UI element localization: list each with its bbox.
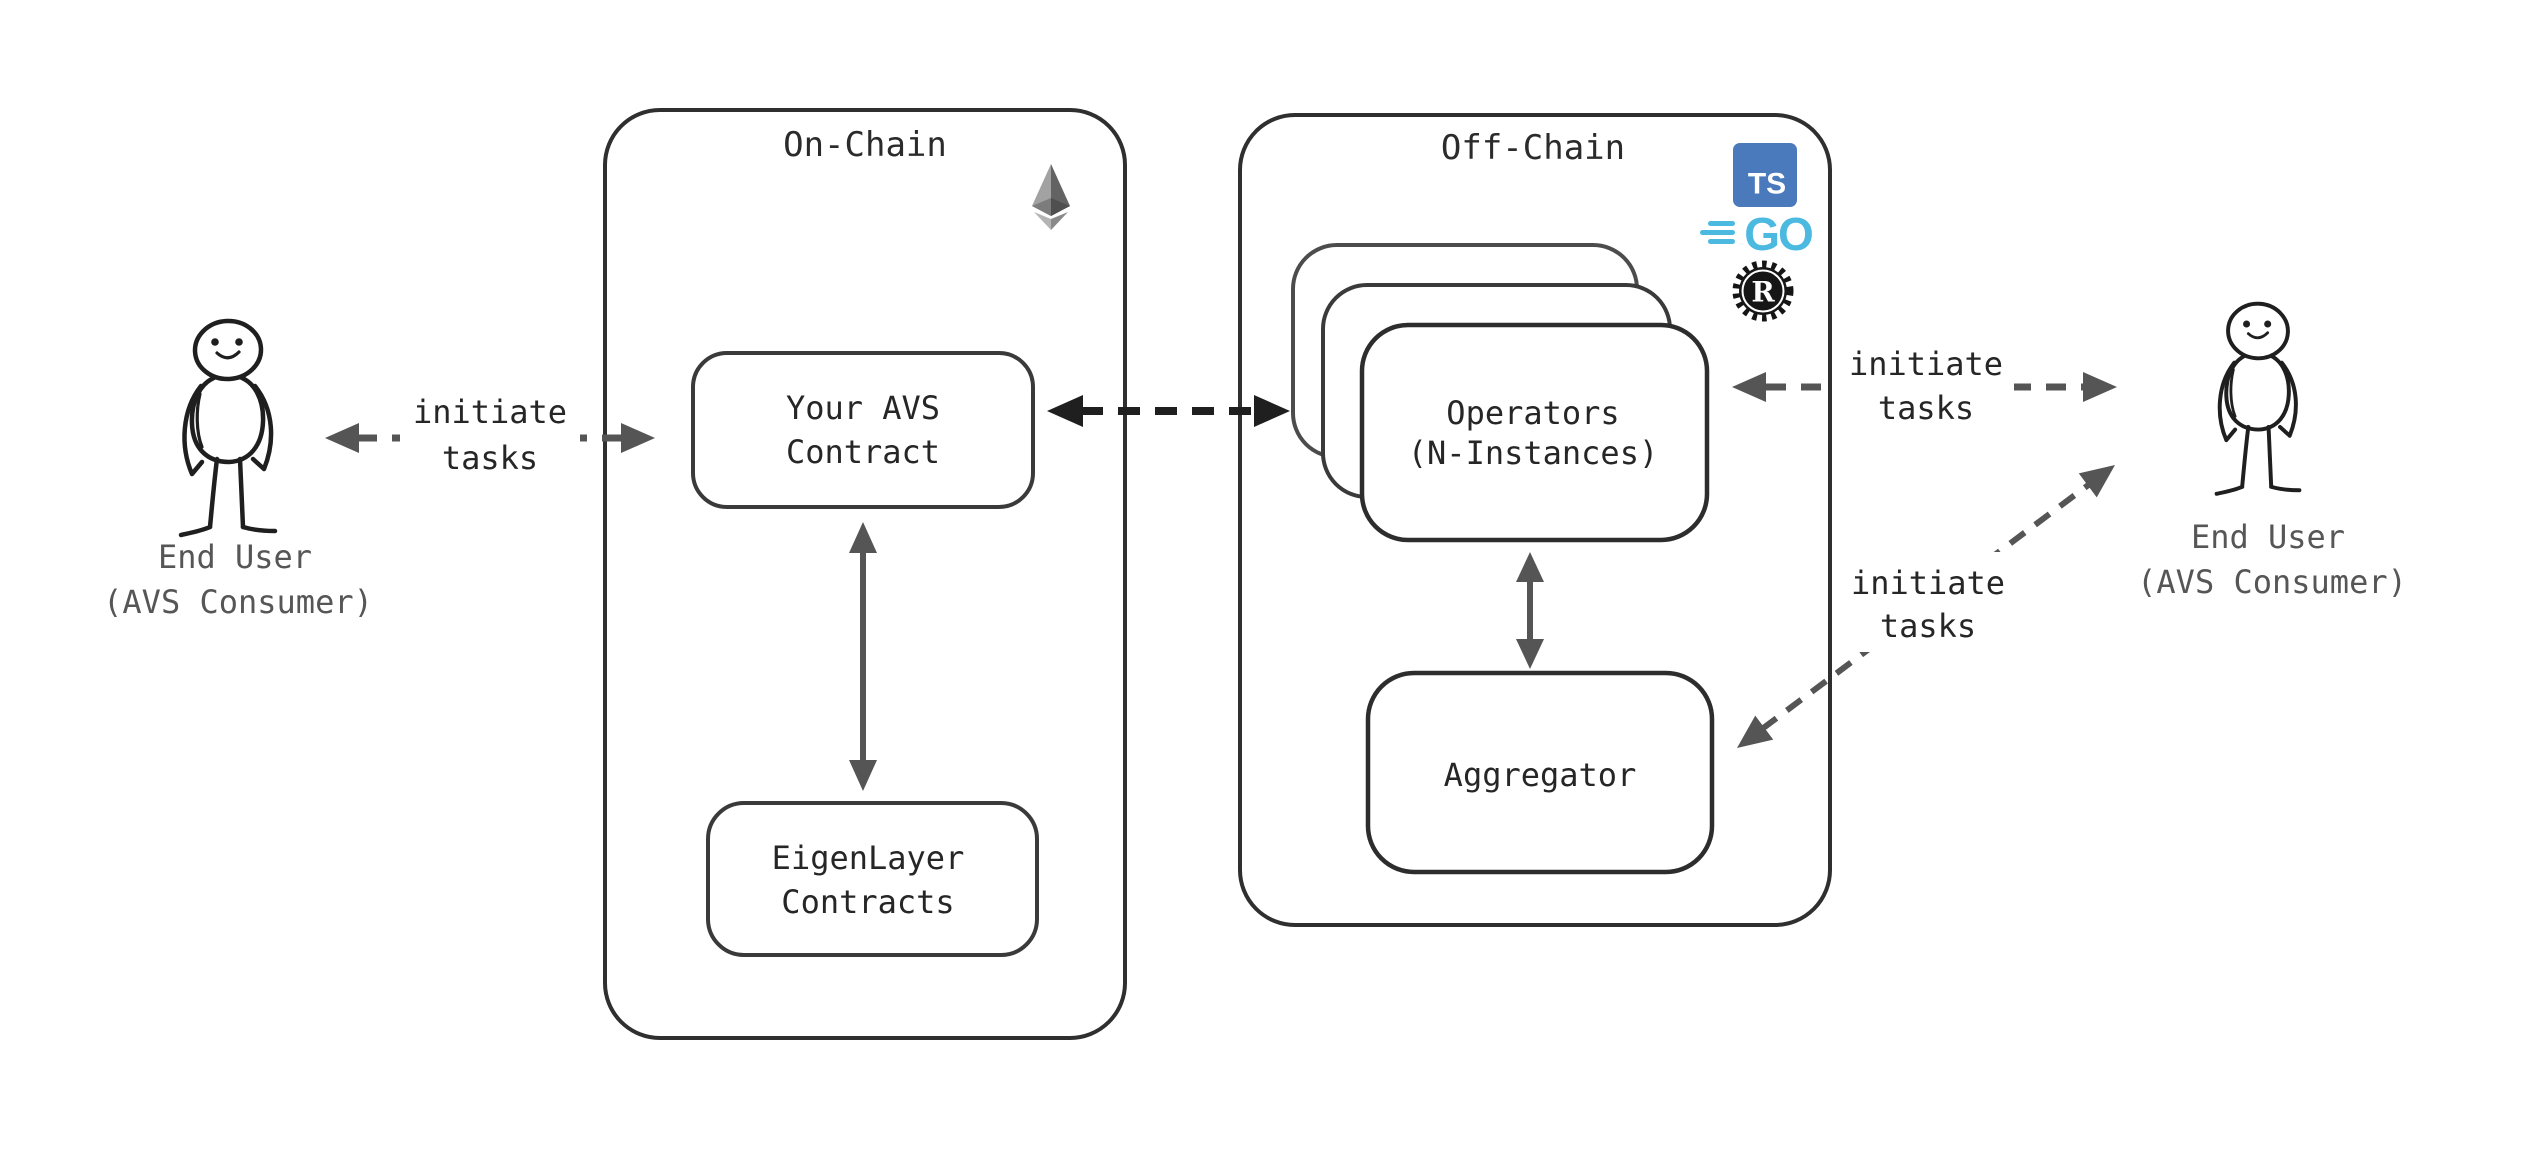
- go-icon: GO: [1700, 208, 1814, 260]
- right-initiate-arrow: initiate tasks: [1732, 340, 2117, 432]
- contract-operators-arrowhead-left: [1047, 395, 1083, 427]
- figure-leg-left: [207, 456, 220, 530]
- figure-leg-right: [2266, 424, 2274, 489]
- figure-eye-right: [235, 338, 243, 346]
- figure-leg-right: [237, 456, 246, 530]
- right-initiate-arrowhead-left: [1732, 372, 1766, 402]
- your-avs-contract-line2: Contract: [786, 433, 940, 471]
- diagonal-initiate-label-line2: tasks: [1880, 607, 1976, 645]
- right-user-label-line1: End User: [2191, 518, 2345, 556]
- left-initiate-label-line1: initiate: [413, 393, 567, 431]
- end-user-figure-left: [178, 318, 278, 538]
- eigenlayer-contracts-line1: EigenLayer: [772, 839, 965, 877]
- figure-foot-left: [2214, 484, 2245, 496]
- right-initiate-label-line1: initiate: [1849, 345, 2003, 383]
- figure-head: [192, 318, 264, 382]
- left-initiate-label-line2: tasks: [442, 439, 538, 477]
- figure-eye-left: [211, 338, 219, 346]
- eigenlayer-contracts-box: [706, 801, 1039, 957]
- eth-facet-bottom-left: [1034, 212, 1051, 230]
- your-avs-contract-box: [691, 351, 1035, 509]
- left-initiate-arrowhead-right: [621, 423, 655, 453]
- off-chain-title: Off-Chain: [1441, 128, 1625, 168]
- avs-eigenlayer-arrowhead-down: [849, 760, 877, 791]
- eth-facet-mid-left: [1032, 198, 1051, 216]
- left-initiate-arrowhead-left: [325, 423, 359, 453]
- figure-foot-right: [2269, 484, 2302, 493]
- go-speedline-1: [1708, 221, 1735, 226]
- figure-foot-left: [178, 524, 213, 538]
- rust-label: R: [1751, 276, 1775, 309]
- diagonal-initiate-arrow-line: [1760, 480, 2093, 732]
- diagonal-initiate-arrowhead-lower: [1737, 715, 1774, 748]
- right-initiate-label-line2: tasks: [1878, 389, 1974, 427]
- diagonal-initiate-arrowhead-upper: [2078, 465, 2115, 498]
- go-speedline-2: [1700, 230, 1735, 235]
- figure-smile: [215, 350, 241, 360]
- avs-eigenlayer-arrowhead-up: [849, 522, 877, 553]
- figure-leg-left: [2240, 424, 2251, 489]
- diagonal-initiate-label-line1: initiate: [1851, 564, 2005, 602]
- your-avs-contract-line1: Your AVS: [786, 389, 940, 427]
- eth-facet-mid-right: [1051, 198, 1070, 216]
- aggregator-box: [1365, 670, 1715, 875]
- rust-gear-teeth: [1732, 260, 1794, 322]
- aggregator-label: Aggregator: [1444, 756, 1637, 794]
- operators-aggregator-arrowhead-down: [1516, 639, 1544, 669]
- operators-line2: (N-Instances): [1408, 434, 1658, 472]
- on-chain-title: On-Chain: [783, 125, 947, 165]
- typescript-icon: TS: [1733, 143, 1797, 207]
- figure-torso-inner-line: [195, 392, 204, 449]
- figure-arm-right: [250, 383, 274, 472]
- right-initiate-label-bg: [1836, 340, 2014, 432]
- end-user-figure-right: [2214, 301, 2302, 496]
- eigenlayer-contracts-line2: Contracts: [781, 883, 954, 921]
- operators-aggregator-arrowhead-up: [1516, 552, 1544, 582]
- operators-aggregator-arrow: [1516, 552, 1544, 669]
- avs-eigenlayer-arrow: [849, 522, 877, 791]
- rust-icon: R: [1732, 260, 1794, 322]
- left-initiate-arrow: initiate tasks: [325, 390, 655, 478]
- left-initiate-label-bg: [400, 390, 580, 478]
- eth-facet-bottom-right: [1051, 212, 1068, 230]
- figure-eye-left: [2243, 320, 2251, 328]
- go-speedline-3: [1708, 239, 1735, 244]
- figure-torso-inner-line: [2229, 368, 2237, 418]
- figure-smile: [2246, 331, 2270, 340]
- figure-torso: [2224, 351, 2291, 432]
- rust-inner-ring: [1741, 269, 1785, 313]
- right-user-label-line2: (AVS Consumer): [2137, 563, 2407, 601]
- figure-head: [2226, 301, 2290, 361]
- rust-gear-body: [1739, 267, 1787, 315]
- right-initiate-arrowhead-right: [2083, 372, 2117, 402]
- figure-foot-right: [240, 524, 278, 534]
- figure-eye-right: [2264, 320, 2272, 328]
- ts-badge: [1733, 143, 1797, 207]
- ts-label: TS: [1748, 168, 1786, 201]
- contract-operators-arrowhead-right: [1254, 395, 1290, 427]
- diagonal-initiate-label-bg: [1840, 552, 2014, 652]
- ethereum-icon: [1032, 164, 1070, 230]
- left-user-label-line2: (AVS Consumer): [103, 583, 373, 621]
- go-label: GO: [1744, 208, 1812, 260]
- figure-torso: [189, 373, 266, 465]
- operators-line1: Operators: [1446, 394, 1619, 432]
- operators-box-front: [1359, 322, 1710, 543]
- contract-operators-arrow: [1047, 395, 1290, 427]
- diagonal-initiate-arrow: initiate tasks: [1737, 465, 2115, 748]
- left-user-label-line1: End User: [158, 538, 312, 576]
